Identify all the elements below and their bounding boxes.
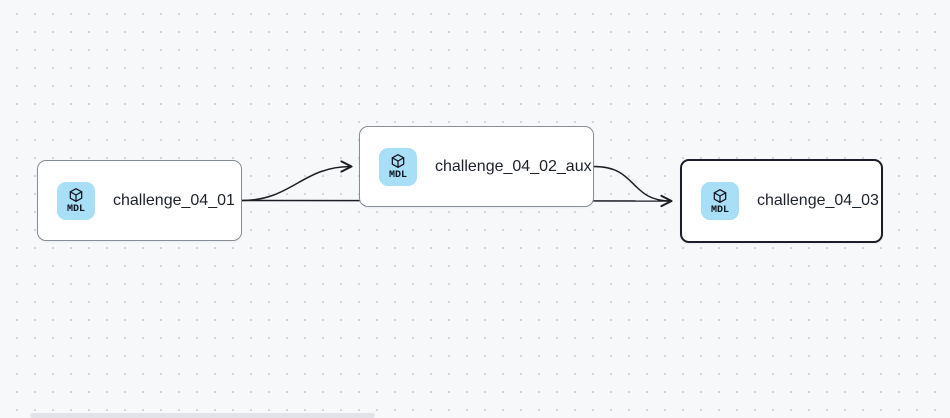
badge-label: MDL xyxy=(710,204,729,216)
cube-icon xyxy=(391,154,405,168)
cube-icon xyxy=(713,188,727,203)
node-label: challenge_04_03 xyxy=(757,192,879,209)
model-type-badge: MDL xyxy=(57,181,95,220)
edge-challenge_04_02_aux-to-challenge_04_03[interactable] xyxy=(593,165,672,202)
node-label: challenge_04_01 xyxy=(113,191,235,209)
graph-node-challenge_04_03[interactable]: MDL challenge_04_03 xyxy=(680,159,883,243)
node-label: challenge_04_02_aux xyxy=(435,157,592,175)
badge-label: MDL xyxy=(388,170,407,181)
horizontal-scrollbar-thumb[interactable] xyxy=(30,413,375,418)
edge-challenge_04_01-to-challenge_04_02_aux[interactable] xyxy=(241,160,353,202)
badge-label: MDL xyxy=(66,204,85,215)
model-type-badge: MDL xyxy=(701,182,739,220)
graph-node-challenge_04_01[interactable]: MDL challenge_04_01 xyxy=(37,160,242,241)
graph-node-challenge_04_02_aux[interactable]: MDL challenge_04_02_aux xyxy=(359,126,594,207)
cube-icon xyxy=(69,188,83,202)
model-type-badge: MDL xyxy=(379,147,417,186)
